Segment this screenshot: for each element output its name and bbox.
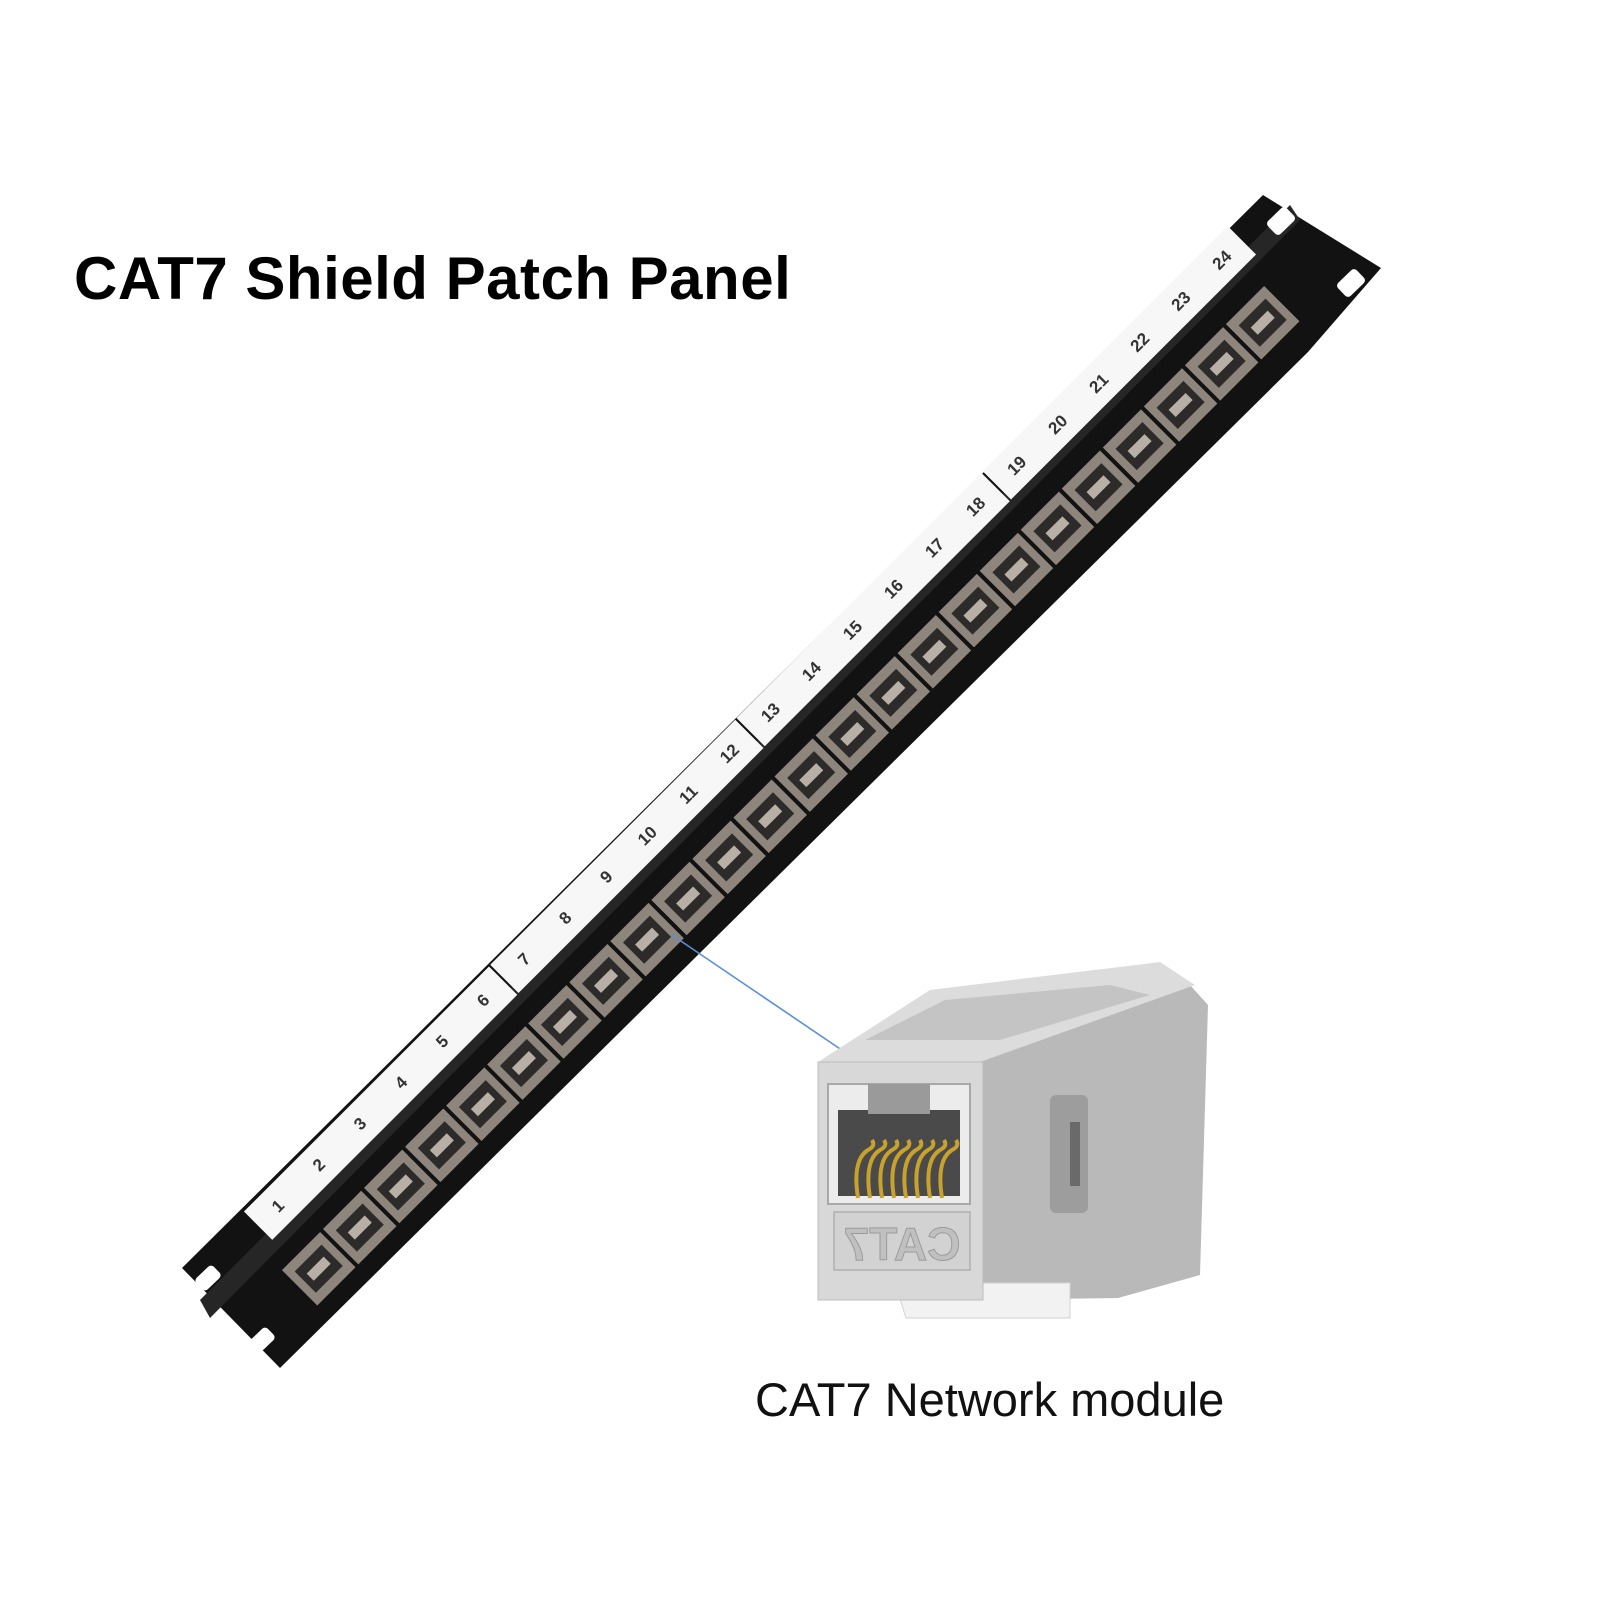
label-strip — [490, 719, 764, 994]
rj45-port — [1061, 450, 1136, 524]
port-pins — [593, 968, 619, 993]
rj45-port — [610, 902, 684, 977]
label-strip — [982, 226, 1257, 500]
port-pins — [799, 763, 824, 788]
rj45-port — [815, 697, 890, 771]
page-title: CAT7 Shield Patch Panel — [74, 245, 792, 312]
port-pins — [758, 804, 783, 829]
rj45-port — [979, 532, 1054, 607]
rj45-port — [364, 1149, 438, 1224]
port-pins — [347, 1215, 372, 1240]
gold-contact — [938, 1138, 960, 1199]
gold-contact — [914, 1138, 936, 1199]
gold-contact — [890, 1138, 912, 1199]
module-side — [975, 985, 1208, 1300]
port-pins — [1127, 434, 1152, 459]
module-top-latch — [865, 985, 1150, 1040]
rj45-port — [1143, 368, 1218, 442]
port-pins — [470, 1092, 495, 1117]
cat7-network-module: CAT7 — [817, 962, 1208, 1319]
module-emboss-plate — [833, 1211, 971, 1271]
port-pins — [1045, 516, 1070, 541]
rj45-contacts — [854, 1138, 960, 1199]
port-pins — [676, 886, 701, 911]
rj45-port — [322, 1190, 397, 1265]
module-caption: CAT7 Network module — [755, 1373, 1225, 1426]
gold-contact — [866, 1138, 888, 1199]
rj45-port — [938, 573, 1013, 648]
rj45-port — [569, 944, 643, 1018]
rj45-port — [897, 614, 972, 689]
port-pins — [1168, 392, 1193, 417]
port-pins — [1004, 557, 1029, 582]
rj45-port — [487, 1026, 561, 1100]
rj45-latch-notch — [868, 1084, 930, 1114]
port-pins — [1250, 310, 1275, 335]
rj45-port — [692, 820, 766, 895]
port-pins — [963, 598, 988, 623]
gold-contact — [854, 1138, 876, 1199]
rj45-port — [733, 779, 807, 854]
port-pins — [1086, 475, 1111, 500]
port-row — [281, 285, 1300, 1306]
gold-contact — [878, 1138, 900, 1199]
rj45-port — [651, 861, 725, 936]
module-side-clip-slot — [1070, 1122, 1080, 1186]
label-strip — [243, 966, 518, 1240]
port-pins — [922, 639, 947, 664]
port-pins — [388, 1174, 413, 1199]
gold-contact — [926, 1138, 948, 1199]
port-pins — [552, 1009, 577, 1034]
left-mounting-hole — [195, 1265, 221, 1291]
right-mounting-hole — [1337, 269, 1365, 297]
port-pins — [717, 845, 742, 870]
gold-contact — [902, 1138, 924, 1199]
callout-line — [671, 934, 853, 1058]
rj45-port — [528, 985, 602, 1059]
port-pins — [511, 1051, 536, 1076]
port-pins — [429, 1133, 454, 1158]
module-side-clip — [1050, 1095, 1088, 1213]
port-pins — [1209, 351, 1234, 376]
port-pins — [635, 927, 660, 952]
rj45-port — [1020, 491, 1095, 566]
left-mounting-hole — [249, 1327, 275, 1353]
rj45-port — [856, 656, 931, 730]
rj45-port — [405, 1108, 479, 1183]
port-pins — [306, 1256, 331, 1281]
rj45-port — [1102, 409, 1177, 483]
rj45-port — [1184, 327, 1259, 401]
rj45-port — [446, 1067, 520, 1141]
rj45-port — [281, 1231, 356, 1306]
right-mounting-hole — [1267, 207, 1295, 235]
label-strip — [736, 472, 1010, 747]
rj45-port — [774, 738, 848, 812]
port-pins — [881, 680, 906, 705]
module-cat7-emboss: CAT7 — [844, 1218, 961, 1270]
port-pins — [840, 721, 865, 747]
rj45-port — [1225, 285, 1300, 360]
